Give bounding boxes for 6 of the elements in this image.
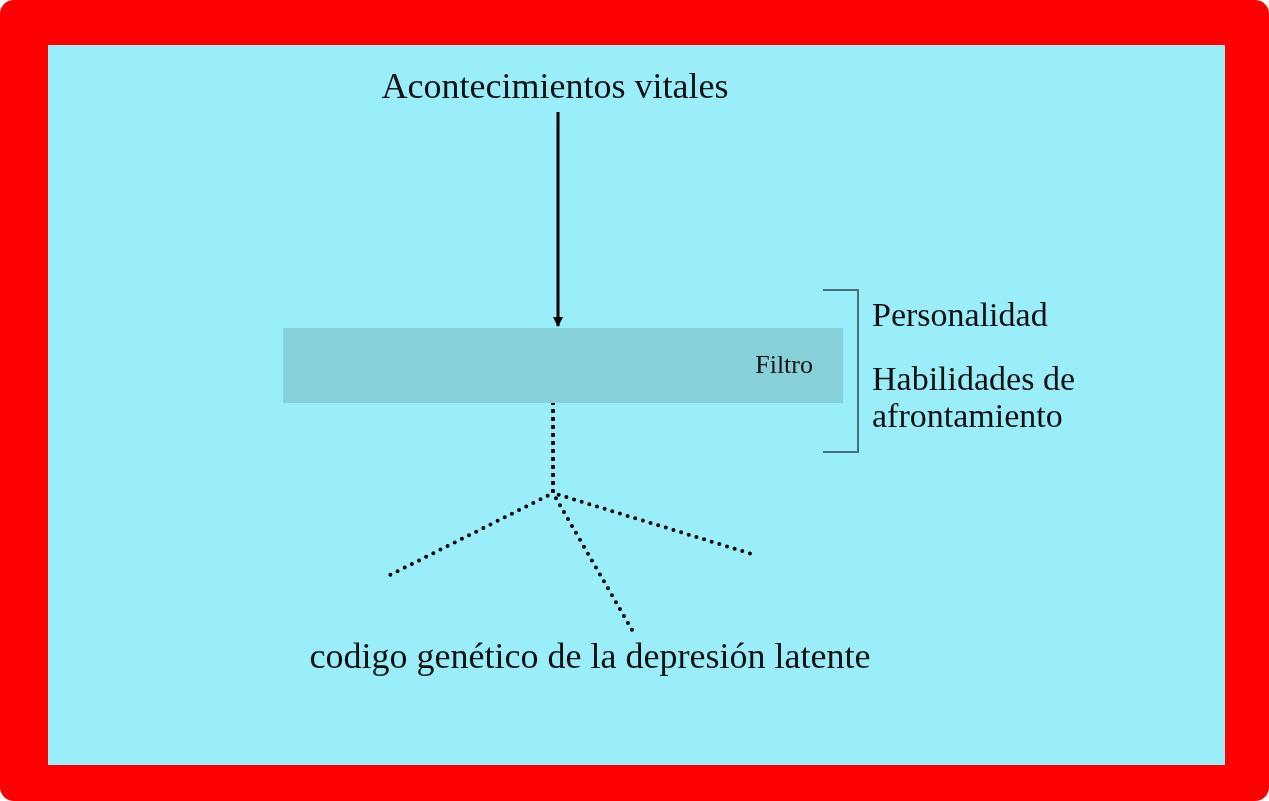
trait-label: Habilidades de afrontamiento [872, 360, 1076, 435]
genetic-code-text: codigo genético de la depresión latente [240, 632, 940, 682]
filter-band: Filtro [283, 328, 843, 403]
trait-label: Personalidad [872, 296, 1049, 334]
arrow [553, 112, 563, 327]
event-text: Acontecimientos vitales [330, 62, 780, 112]
